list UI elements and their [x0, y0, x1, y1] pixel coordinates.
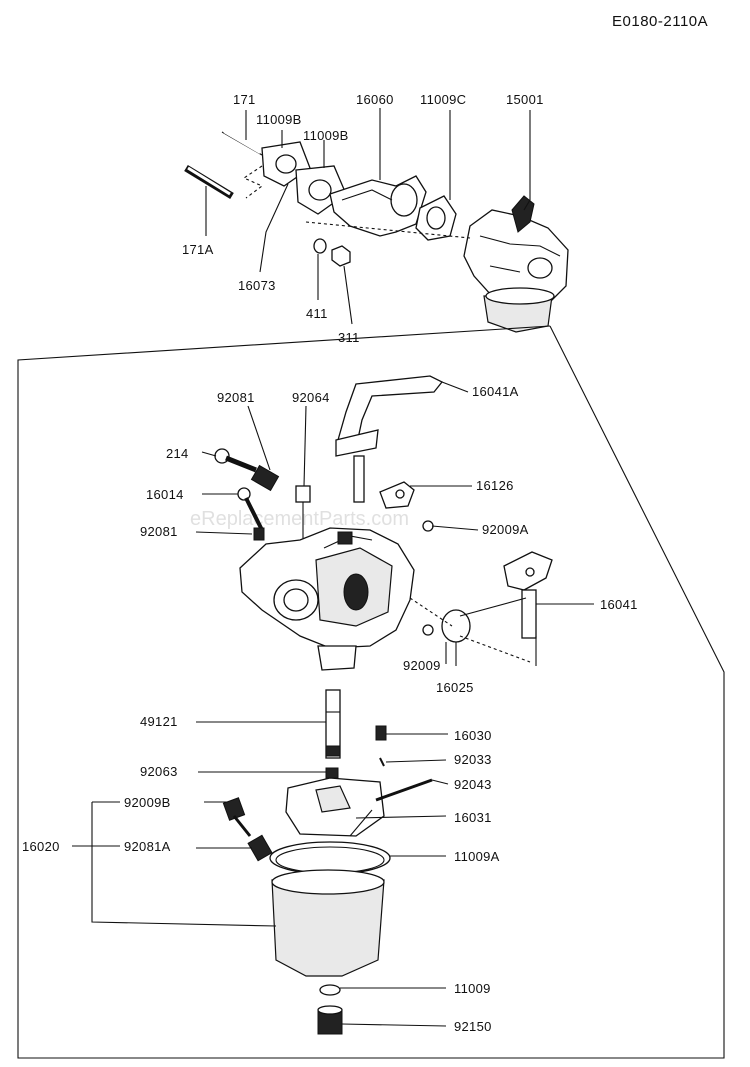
label-16014: 16014	[146, 487, 184, 502]
label-16060: 16060	[356, 92, 394, 107]
label-92033: 92033	[454, 752, 492, 767]
label-16025: 16025	[436, 680, 474, 695]
label-11009b-2: 11009B	[303, 128, 349, 143]
gasket-11009c	[415, 195, 457, 241]
screw-16014	[237, 487, 264, 531]
throttle-lever-16041a	[335, 375, 444, 503]
plate-16126	[379, 481, 415, 509]
spring-92081	[250, 464, 280, 492]
label-16073: 16073	[238, 278, 276, 293]
label-92009: 92009	[403, 658, 441, 673]
carburetor-body	[239, 527, 415, 671]
label-92081a: 92081A	[124, 839, 171, 854]
label-16031: 16031	[454, 810, 492, 825]
screw-92064	[295, 485, 311, 540]
label-92063: 92063	[140, 764, 178, 779]
screw-16030	[375, 725, 387, 741]
label-92009b: 92009B	[124, 795, 171, 810]
label-171: 171	[233, 92, 256, 107]
float-bowl-16020	[271, 869, 385, 977]
upper-leaders	[205, 108, 531, 325]
lower-assembly	[214, 375, 553, 1035]
label-11009: 11009	[454, 981, 491, 996]
washer-11009	[319, 984, 341, 996]
label-16126: 16126	[476, 478, 514, 493]
label-214: 214	[166, 446, 189, 461]
label-92064: 92064	[292, 390, 330, 405]
watermark: eReplacementParts.com	[190, 508, 409, 530]
spring-92081-mid	[253, 527, 265, 541]
label-16041a: 16041A	[472, 384, 519, 399]
label-11009a: 11009A	[454, 849, 500, 864]
label-411: 411	[306, 306, 328, 321]
lower-leaders	[72, 381, 594, 1027]
screw-92009a	[422, 520, 434, 532]
insulator-16060	[329, 175, 427, 237]
main-jet-49121	[325, 689, 341, 759]
label-16030: 16030	[454, 728, 492, 743]
washer-411	[313, 238, 327, 254]
stud-171	[221, 131, 263, 156]
float-16031	[285, 777, 385, 837]
nozzle-92063	[325, 767, 339, 779]
screw-92009b	[222, 797, 252, 837]
label-92081-top: 92081	[217, 390, 255, 405]
label-92043: 92043	[454, 777, 492, 792]
label-171a: 171A	[182, 242, 214, 257]
screw-214	[214, 448, 257, 473]
choke-lever-16041	[503, 551, 553, 639]
label-92150: 92150	[454, 1019, 492, 1034]
bolt-92150	[317, 1005, 343, 1035]
stud-171a	[184, 165, 234, 199]
label-49121: 49121	[140, 714, 178, 729]
label-311: 311	[338, 330, 360, 345]
upper-assembly	[184, 108, 569, 333]
label-11009c: 11009C	[420, 92, 466, 107]
label-92009a: 92009A	[482, 522, 529, 537]
nut-311	[331, 245, 351, 267]
diagram-code: E0180-2110A	[612, 13, 708, 30]
screw-92009	[422, 624, 434, 636]
spring-92081a	[247, 834, 273, 862]
label-16041: 16041	[600, 597, 638, 612]
pin-92033	[379, 757, 385, 767]
label-11009b-1: 11009B	[256, 112, 302, 127]
pin-92043	[375, 778, 433, 802]
carburetor-assembly-15001	[463, 195, 569, 333]
label-92081-mid: 92081	[140, 524, 178, 539]
label-15001: 15001	[506, 92, 544, 107]
label-16020: 16020	[22, 839, 60, 854]
detail-frame	[17, 325, 725, 1059]
